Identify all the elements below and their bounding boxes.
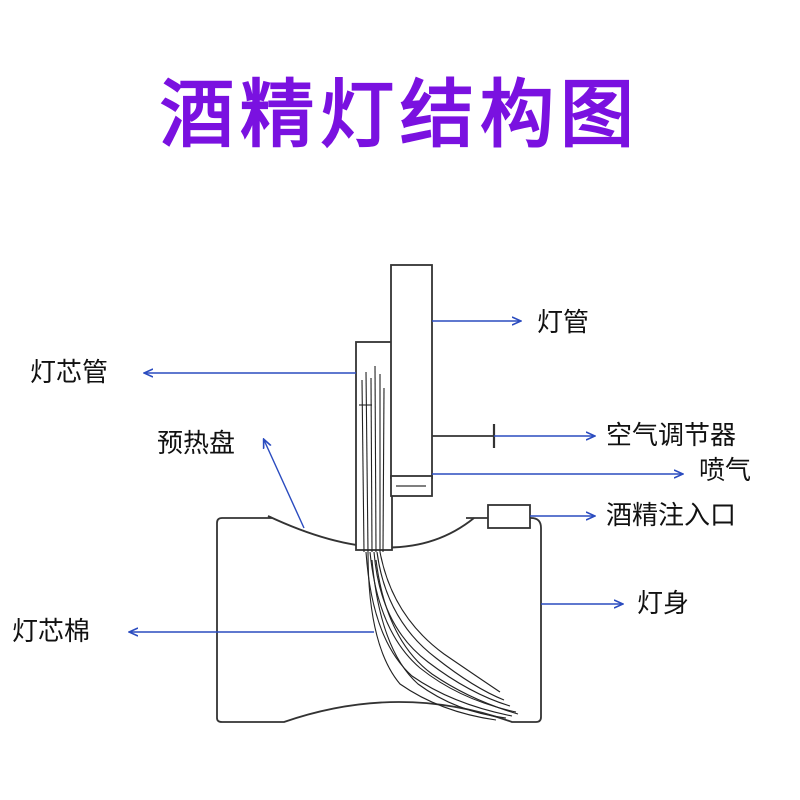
label-jet: 喷气 <box>699 456 752 486</box>
label-alcohol-inlet: 酒精注入口 <box>606 501 737 531</box>
wick-tube <box>355 341 393 551</box>
wick-strands <box>359 365 385 553</box>
label-preheat-plate: 预热盘 <box>157 429 236 459</box>
label-air-regulator: 空气调节器 <box>606 421 737 451</box>
label-lamp-tube: 灯管 <box>537 308 590 338</box>
label-wick-cotton: 灯芯棉 <box>12 617 91 647</box>
leader-arrows <box>130 321 682 632</box>
lamp-body-outline <box>216 517 542 723</box>
label-wick-tube: 灯芯管 <box>30 358 109 388</box>
wick-cotton <box>365 551 519 721</box>
lamp-tube <box>390 264 433 479</box>
alcohol-inlet-cap <box>487 504 531 529</box>
label-lamp-body: 灯身 <box>637 589 690 619</box>
page-title: 酒精灯结构图 <box>160 72 640 158</box>
arrow-preheat-plate <box>264 440 305 529</box>
